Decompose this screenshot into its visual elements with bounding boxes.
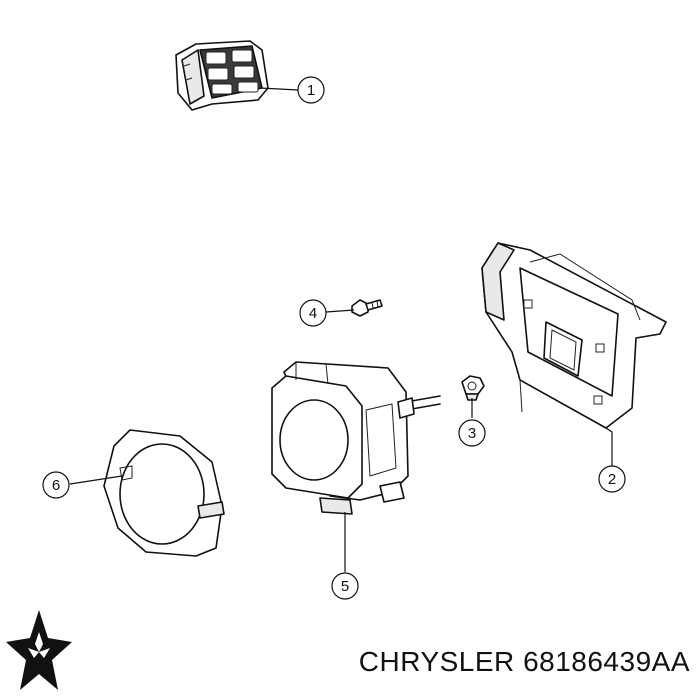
callout-1-number: 1 bbox=[307, 82, 315, 99]
callout-3-number: 3 bbox=[468, 425, 476, 442]
leader-4 bbox=[325, 309, 355, 313]
callout-5-number: 5 bbox=[341, 578, 349, 595]
callout-6-number: 6 bbox=[52, 477, 60, 494]
brand-footer: CHRYSLER 68186439AA bbox=[0, 604, 700, 694]
callout-4: 4 bbox=[299, 299, 327, 327]
callout-2-number: 2 bbox=[608, 471, 616, 488]
leader-6 bbox=[69, 475, 123, 485]
switch-module-part bbox=[175, 40, 269, 111]
callout-3: 3 bbox=[458, 419, 486, 447]
brand-name: CHRYSLER bbox=[358, 646, 515, 677]
part-label: CHRYSLER 68186439AA bbox=[359, 646, 690, 678]
callout-1: 1 bbox=[297, 76, 325, 104]
callout-6: 6 bbox=[42, 471, 70, 499]
trim-bezel-part bbox=[103, 429, 225, 557]
callout-2: 2 bbox=[598, 465, 626, 493]
callout-5: 5 bbox=[331, 572, 359, 600]
nut-part bbox=[461, 375, 485, 401]
leader-lines bbox=[69, 87, 613, 572]
callout-4-number: 4 bbox=[309, 305, 317, 322]
part-number: 68186439AA bbox=[523, 646, 690, 677]
leader-1 bbox=[259, 87, 299, 91]
chrysler-pentastar-icon bbox=[6, 610, 72, 690]
bolt-part bbox=[351, 299, 383, 317]
radar-sensor-part bbox=[271, 361, 441, 515]
leader-2 bbox=[605, 427, 613, 474]
mounting-bracket-part bbox=[481, 242, 667, 429]
